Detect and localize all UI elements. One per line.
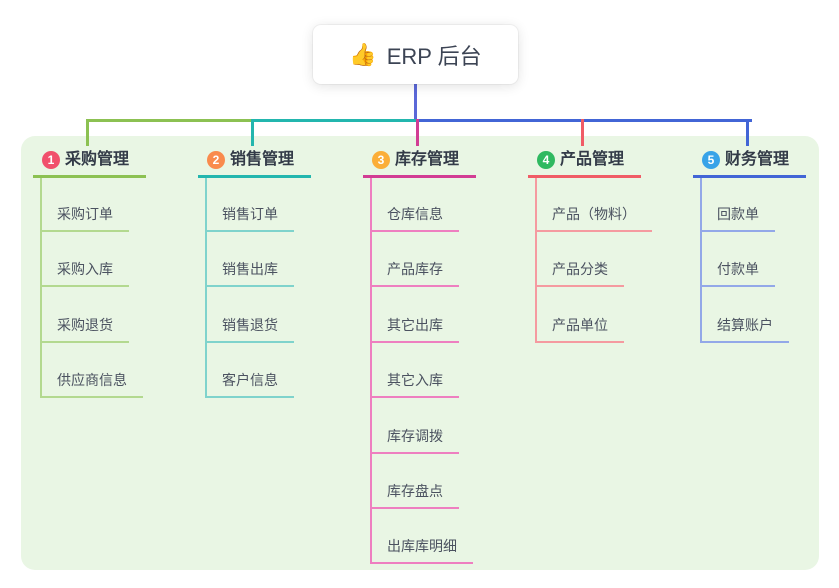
root-node-label: ERP 后台: [386, 43, 482, 69]
child-item[interactable]: 出库库明细: [370, 530, 473, 564]
child-item[interactable]: 客户信息: [205, 364, 294, 398]
child-item[interactable]: 其它出库: [370, 309, 459, 343]
thumbs-up-icon: 👍: [349, 41, 377, 67]
branch-2-drop-connector: [251, 119, 254, 146]
branch-4-underline: [528, 175, 641, 178]
child-item[interactable]: 供应商信息: [40, 364, 143, 398]
branch-2-badge-icon[interactable]: 2: [207, 151, 225, 169]
branch-5-children-connector: [700, 178, 702, 343]
child-item[interactable]: 其它入库: [370, 364, 459, 398]
bus-segment-right: [416, 119, 752, 122]
branch-4-drop-connector: [581, 119, 584, 146]
branch-1-drop-connector: [86, 119, 89, 146]
bus-segment-middle: [252, 119, 418, 122]
child-item[interactable]: 采购退货: [40, 309, 129, 343]
child-item[interactable]: 销售退货: [205, 309, 294, 343]
child-item[interactable]: 销售订单: [205, 198, 294, 232]
child-item[interactable]: 采购入库: [40, 253, 129, 287]
branch-3-children-connector: [370, 178, 372, 564]
branch-3-drop-connector: [416, 119, 419, 146]
branch-1-children-connector: [40, 178, 42, 398]
branch-4-badge-icon[interactable]: 4: [537, 151, 555, 169]
branch-1-underline: [33, 175, 146, 178]
branch-2-children-connector: [205, 178, 207, 398]
branch-5-label[interactable]: 财务管理: [725, 151, 790, 168]
branch-4-children-connector: [535, 178, 537, 343]
branch-5-drop-connector: [746, 119, 749, 146]
child-item[interactable]: 库存调拨: [370, 420, 459, 454]
branch-3-underline: [363, 175, 476, 178]
child-item[interactable]: 销售出库: [205, 253, 294, 287]
child-item[interactable]: 仓库信息: [370, 198, 459, 232]
bus-segment-left: [87, 119, 253, 122]
branch-3-badge-icon[interactable]: 3: [372, 151, 390, 169]
child-item[interactable]: 产品分类: [535, 253, 624, 287]
root-connector-line: [414, 84, 417, 122]
branch-3-label[interactable]: 库存管理: [395, 151, 460, 168]
child-item[interactable]: 回款单: [700, 198, 775, 232]
child-item[interactable]: 库存盘点: [370, 475, 459, 509]
root-node[interactable]: 👍 ERP 后台: [313, 25, 518, 84]
branch-2-label[interactable]: 销售管理: [230, 151, 295, 168]
branches-panel: [21, 136, 819, 570]
child-item[interactable]: 结算账户: [700, 309, 789, 343]
child-item[interactable]: 付款单: [700, 253, 775, 287]
child-item[interactable]: 产品单位: [535, 309, 624, 343]
branch-1-badge-icon[interactable]: 1: [42, 151, 60, 169]
child-item[interactable]: 产品库存: [370, 253, 459, 287]
branch-4-label[interactable]: 产品管理: [560, 151, 625, 168]
branch-5-badge-icon[interactable]: 5: [702, 151, 720, 169]
child-item[interactable]: 产品（物料）: [535, 198, 652, 232]
branch-5-underline: [693, 175, 806, 178]
branch-1-label[interactable]: 采购管理: [65, 151, 130, 168]
child-item[interactable]: 采购订单: [40, 198, 129, 232]
branch-2-underline: [198, 175, 311, 178]
